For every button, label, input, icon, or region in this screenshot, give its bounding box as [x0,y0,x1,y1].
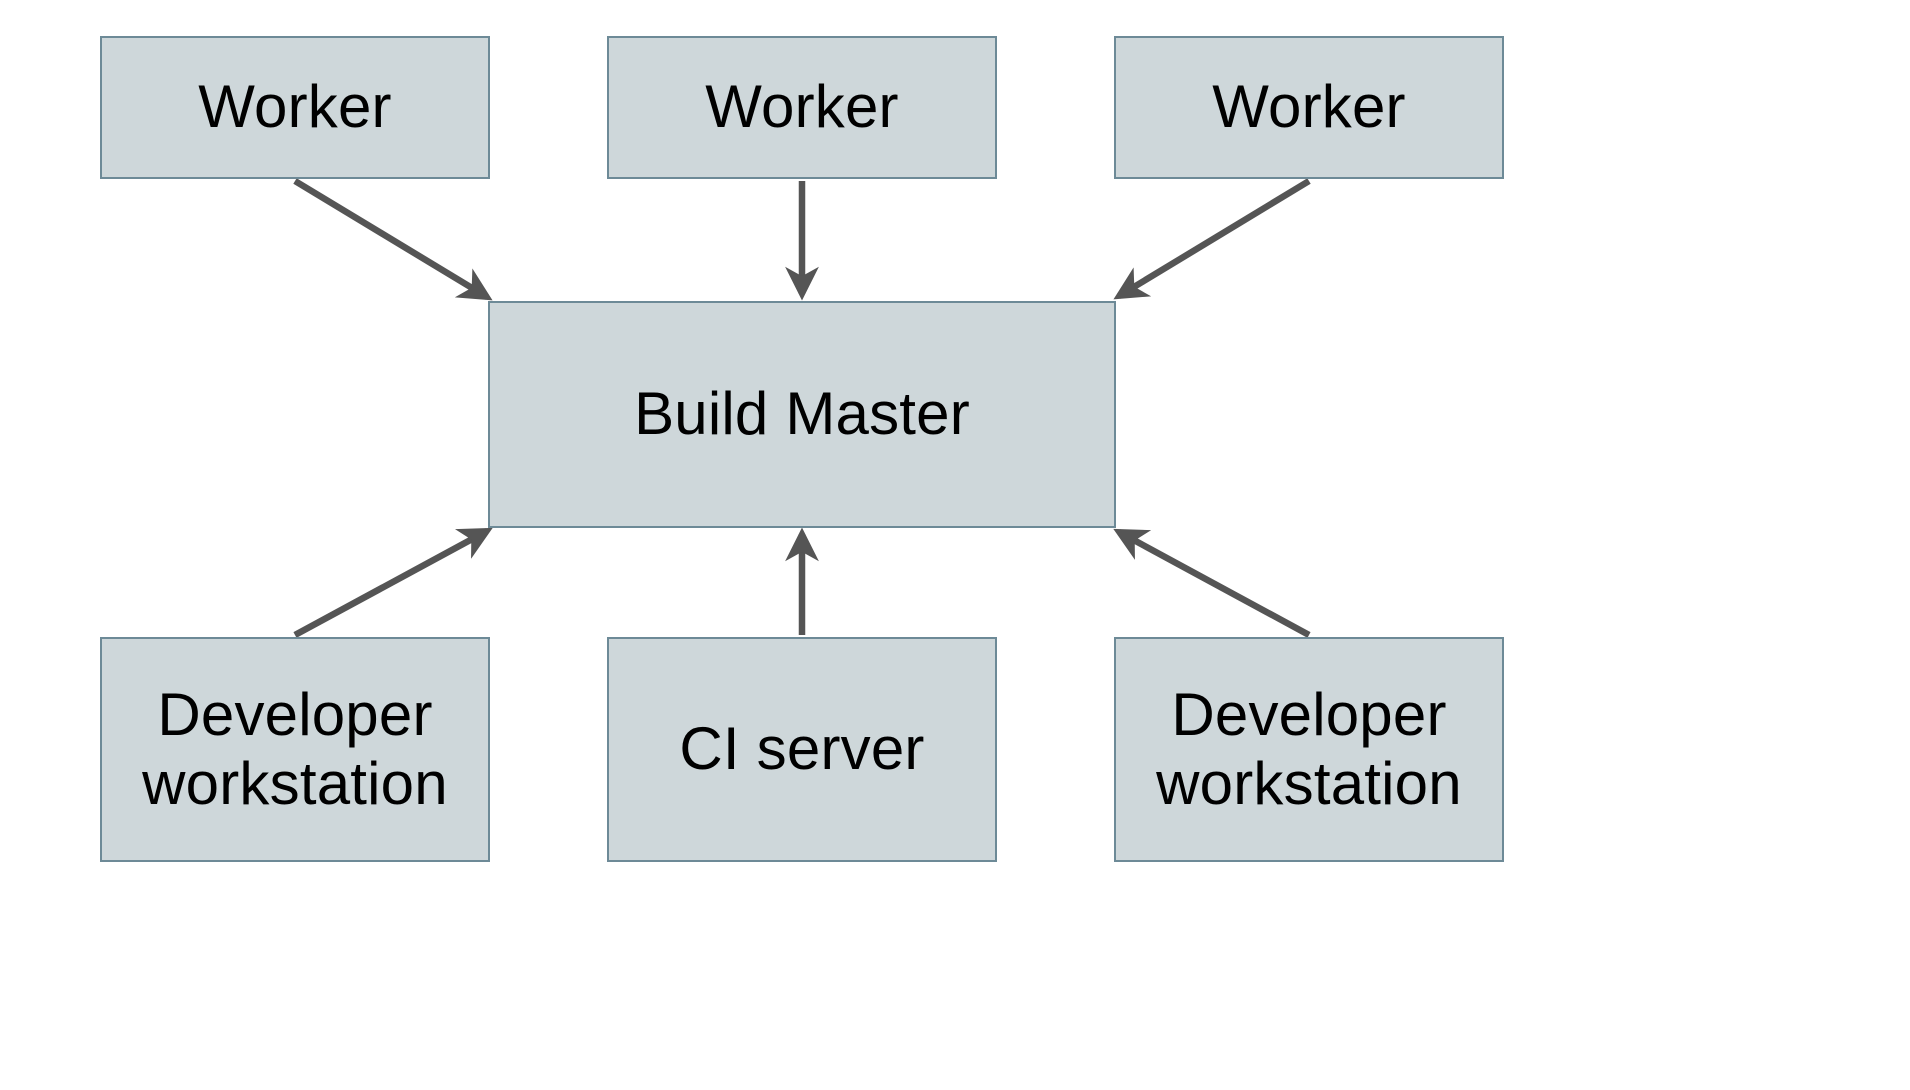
node-worker-1[interactable]: Worker [100,36,490,179]
node-developer-workstation-1[interactable]: Developer workstation [100,637,490,862]
node-ci-server-label: CI server [679,715,925,783]
node-developer-workstation-2[interactable]: Developer workstation [1114,637,1504,862]
node-worker-3[interactable]: Worker [1114,36,1504,179]
node-developer-workstation-2-label: Developer workstation [1156,681,1462,817]
node-build-master[interactable]: Build Master [488,301,1116,528]
node-developer-workstation-1-label: Developer workstation [142,681,448,817]
edge-worker-3-to-build-master [1113,178,1311,300]
edge-developer-workstation-2-to-build-master [1113,528,1311,638]
edge-worker-1-to-build-master [293,178,493,301]
node-worker-2-label: Worker [705,73,899,141]
node-worker-2[interactable]: Worker [607,36,997,179]
node-worker-1-label: Worker [198,73,392,141]
node-worker-3-label: Worker [1212,73,1406,141]
node-build-master-label: Build Master [634,380,970,448]
edge-developer-workstation-1-to-build-master [293,527,493,638]
node-ci-server[interactable]: CI server [607,637,997,862]
